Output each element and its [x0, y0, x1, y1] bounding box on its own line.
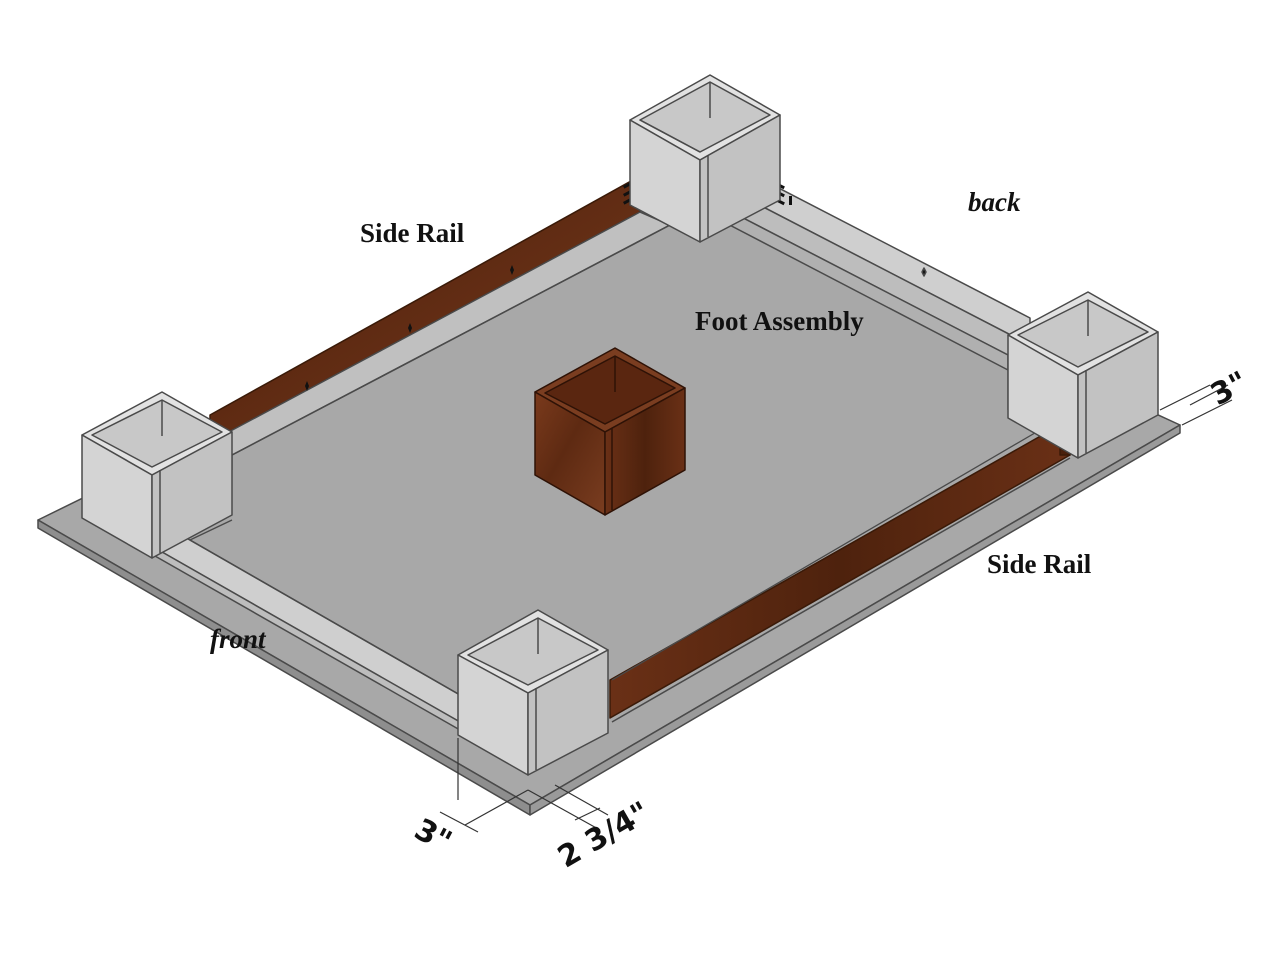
back-rail [719, 167, 1031, 371]
leg-right [1007, 291, 1159, 459]
leg-front [457, 609, 609, 776]
front-label: front [210, 624, 266, 654]
dimension-lines [439, 384, 1233, 833]
side-rail-back-label: Side Rail [360, 218, 465, 248]
base-board-right-edge [529, 424, 1181, 816]
leg-back-left [629, 74, 781, 243]
pocket-hole-mark [921, 267, 927, 277]
leg-left [81, 391, 233, 559]
foot-assembly-label: Foot Assembly [695, 306, 864, 336]
foot-assembly-box [534, 347, 686, 516]
back-label: back [968, 187, 1021, 217]
side-rail-front-label: Side Rail [987, 549, 1092, 579]
